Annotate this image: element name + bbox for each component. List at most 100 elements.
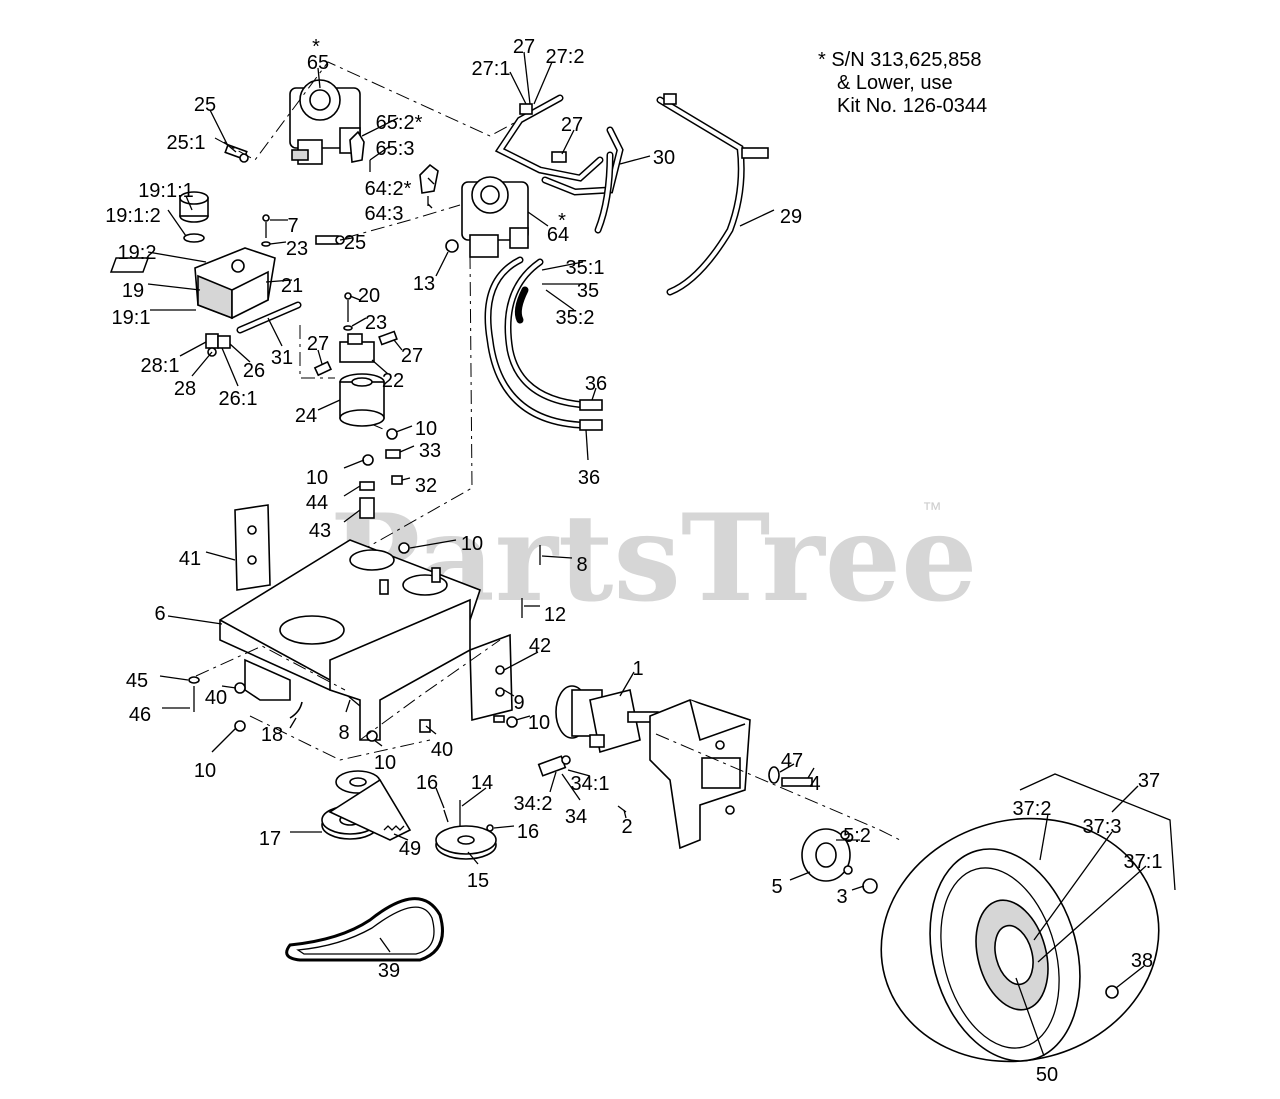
callout-label: 12 [544,604,566,626]
note-line-1: * S/N 313,625,858 [818,49,981,71]
callout-label: 19:2 [118,242,157,264]
lug-nut-3 [862,878,878,894]
valve-stem-38 [1105,985,1119,999]
callout-label: 38 [1131,950,1153,972]
hydraulic-pump-64 [461,176,529,258]
filter-head-22 [339,333,375,363]
hose-31 [236,301,302,334]
callout-label: 17 [259,828,281,850]
callout-label: 10 [374,752,396,774]
spring-18 [289,701,303,719]
callout-label: 65:2* [376,112,423,134]
side-plate-41 [234,504,271,591]
callout-label: 42 [529,635,551,657]
callout-label: 30 [653,147,675,169]
nut-13 [445,239,459,253]
callout-label: 37:3 [1083,816,1122,838]
callout-label: 24 [295,405,317,427]
callout-label: 5:2 [843,825,871,847]
bracket-65-2 [349,130,365,163]
callout-label: 15 [467,870,489,892]
idler-pulley-17 [321,770,412,841]
callout-label: 16 [517,821,539,843]
callout-label: 10 [306,467,328,489]
callout-label: 27:2 [546,46,585,68]
callout-label: 34:2 [514,793,553,815]
callout-label: 44 [306,492,328,514]
callout-label: * [312,36,320,58]
callout-label: 10 [461,533,483,555]
callout-label: 19:1:2 [105,205,161,227]
callout-label: 6 [154,603,165,625]
callout-label: 65 [307,52,329,74]
reservoir-seal-19-1-2 [183,233,205,243]
callout-label: 27 [401,345,423,367]
fitting-34 [537,755,571,777]
callout-label: 19:1:1 [138,180,194,202]
callout-label: 35:1 [566,257,605,279]
hardware-stack [359,428,403,519]
callout-label: 47 [781,750,803,772]
callout-label: 50 [1036,1064,1058,1086]
callout-label: 37:1 [1124,851,1163,873]
callout-label: 45 [126,670,148,692]
callout-label: 18 [261,724,283,746]
callout-label: 31 [271,347,293,369]
callout-label: 64 [547,224,569,246]
hydraulic-tubes-27-30 [494,94,624,234]
fittings-28-26 [205,333,231,357]
reservoir-cap-19-1-1 [179,191,209,223]
callout-label: 4 [809,773,820,795]
watermark-trademark: ™ [922,499,942,521]
callout-label: 9 [513,692,524,714]
callout-label: 16 [416,772,438,794]
hydro-motor-1 [555,685,659,754]
callout-label: 23 [365,312,387,334]
tire-wheel-37 [880,817,1160,1063]
callout-label: 37:2 [1013,798,1052,820]
bolt-4 [768,766,813,787]
fitting-25-mid [315,235,345,245]
callout-label: 25 [194,94,216,116]
callout-label: 65:3 [376,138,415,160]
callout-label: 64:2* [365,178,412,200]
drive-pulley-15 [435,825,497,860]
callout-label: 34 [565,806,587,828]
serial-number-note: * S/N 313,625,858 & Lower, use Kit No. 1… [818,49,987,117]
fitting-27-left [313,360,333,377]
hydraulic-pump-65 [289,79,361,165]
callout-label: 3 [836,886,847,908]
callout-label: 64:3 [365,203,404,225]
callout-label: 10 [415,418,437,440]
callout-label: 34:1 [571,773,610,795]
callout-label: 5 [771,876,782,898]
oil-filter-24 [339,373,385,427]
callout-label: 22 [382,370,404,392]
callout-label: 20 [358,285,380,307]
callout-label: 27 [561,114,583,136]
callout-label: 46 [129,704,151,726]
callout-label: 26 [243,360,265,382]
callout-label: 25:1 [167,132,206,154]
callout-label: 14 [471,772,493,794]
callout-label: 7 [287,215,298,237]
callout-label: 35:2 [556,307,595,329]
fitting-25-upper [224,143,249,163]
callout-label: 1 [632,658,643,680]
callout-label: 19 [122,280,144,302]
callout-label: 40 [205,687,227,709]
callout-label: 23 [286,238,308,260]
note-line-3: Kit No. 126-0344 [837,95,987,117]
callout-labels: *652525:119:1:119:1:219:21919:128:128262… [105,36,1162,1086]
callout-label: 39 [378,960,400,982]
gearbox-housing [649,699,751,850]
callout-label: 35 [577,280,599,302]
callout-label: 43 [309,520,331,542]
callout-label: 2 [621,816,632,838]
callout-label: 33 [419,440,441,462]
callout-label: 27:1 [472,58,511,80]
wheel-hub-5 [801,828,853,882]
hoses-35-36 [484,256,603,431]
